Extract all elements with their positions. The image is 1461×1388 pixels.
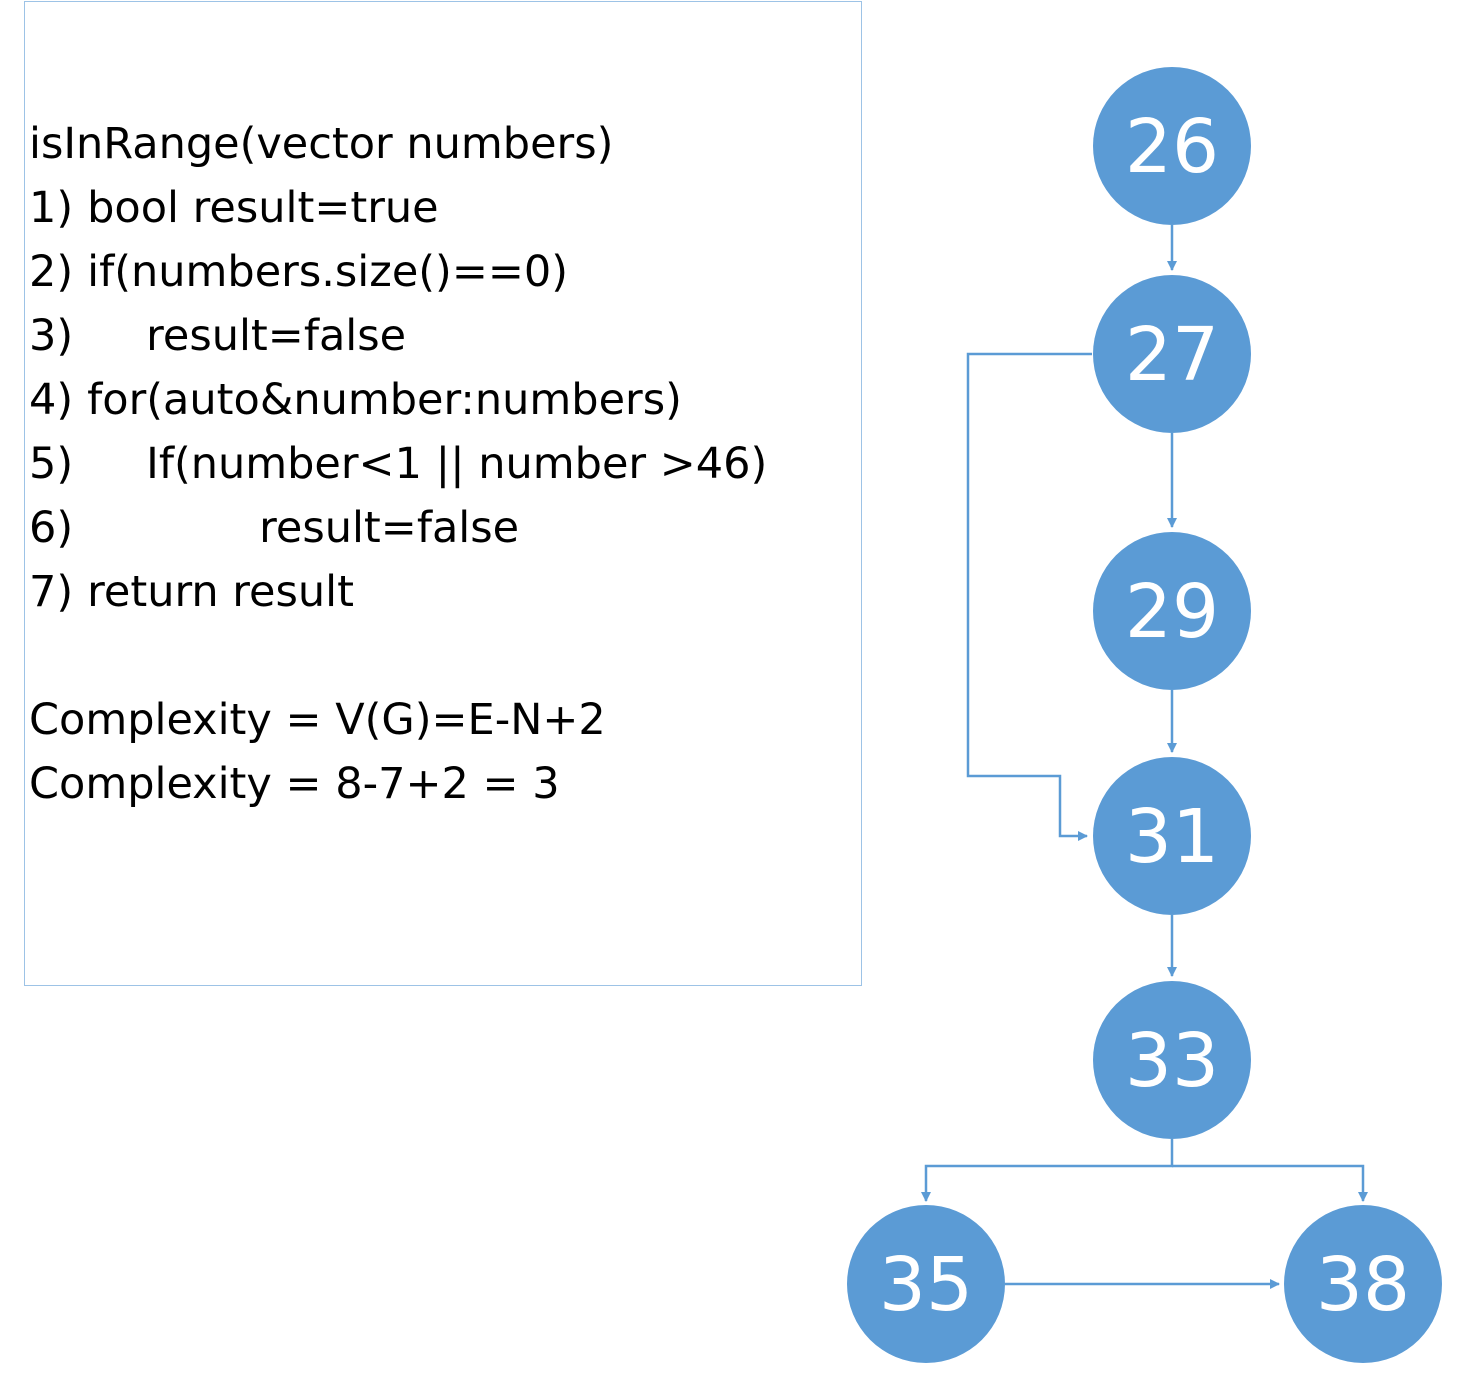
node-35: 35 [847,1205,1005,1363]
node-33: 33 [1093,981,1251,1139]
function-signature: isInRange(vector numbers) [29,119,614,169]
node-38: 38 [1284,1205,1442,1363]
code-line-2: 2) if(numbers.size()==0) [29,240,767,304]
line-number: 4) [29,375,74,425]
complexity-result: Complexity = 8-7+2 = 3 [29,759,560,809]
code-line-5: 5) If(number<1 || number >46) [29,432,767,496]
code-line-3: 3) result=false [29,304,767,368]
line-statement: if(numbers.size()==0) [87,247,569,297]
node-label: 38 [1316,1242,1410,1328]
line-statement: If(number<1 || number >46) [146,439,768,489]
graph-edges [921,225,1368,1289]
graph-nodes: 26 27 29 31 33 35 38 [847,67,1442,1363]
node-label: 35 [879,1242,973,1328]
line-statement: result=false [259,503,520,553]
line-number: 6) [29,503,74,553]
code-panel: isInRange(vector numbers) 1) bool result=… [24,1,862,986]
line-statement: bool result=true [87,183,439,233]
node-29: 29 [1093,532,1251,690]
edge-27-31 [966,352,1092,841]
code-line-6: 6) result=false [29,496,767,560]
node-26: 26 [1093,67,1251,225]
code-line-1: 1) bool result=true [29,176,767,240]
line-number: 1) [29,183,74,233]
node-label: 26 [1125,104,1219,190]
code-listing: isInRange(vector numbers) 1) bool result=… [29,112,767,816]
line-statement: return result [87,567,354,617]
node-label: 29 [1125,569,1219,655]
node-27: 27 [1093,275,1251,433]
line-statement: for(auto&number:numbers) [87,375,682,425]
line-number: 5) [29,439,74,489]
code-line-4: 4) for(auto&number:numbers) [29,368,767,432]
line-number: 3) [29,311,74,361]
line-statement: result=false [146,311,407,361]
node-label: 33 [1125,1018,1219,1104]
line-number: 2) [29,247,74,297]
node-31: 31 [1093,757,1251,915]
complexity-formula: Complexity = V(G)=E-N+2 [29,695,606,745]
code-line-7: 7) return result [29,560,767,624]
line-number: 7) [29,567,74,617]
node-label: 31 [1125,794,1219,880]
node-label: 27 [1125,312,1219,398]
edge-33-38 [1172,1164,1368,1202]
edge-33-35 [921,1139,1174,1202]
